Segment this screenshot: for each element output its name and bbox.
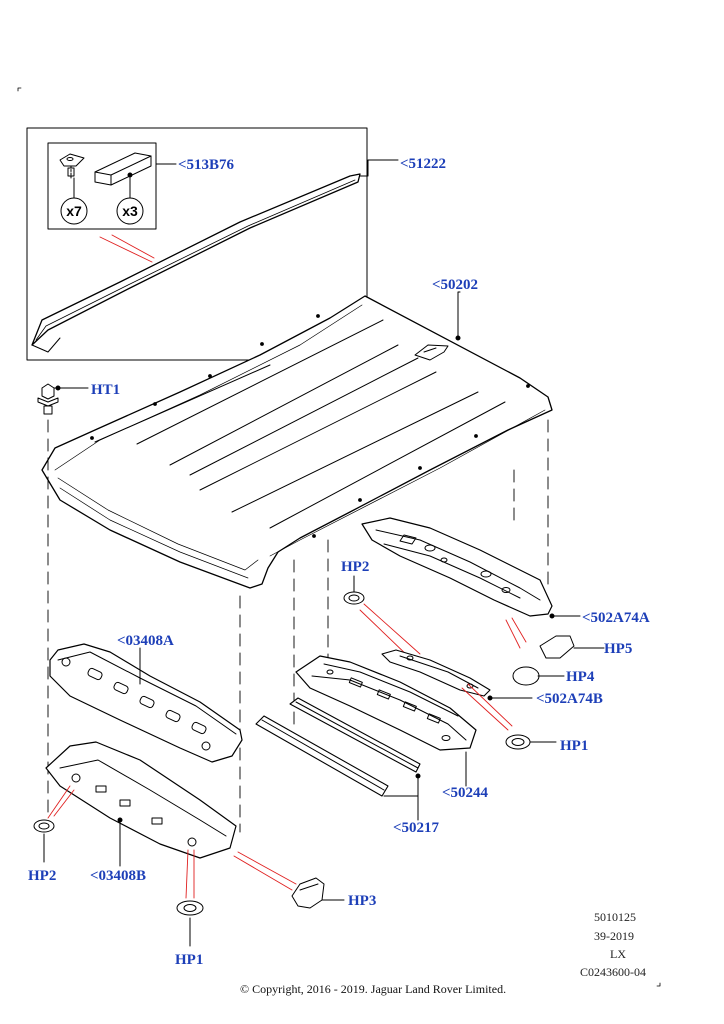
rear-header-502a74a (361, 517, 553, 617)
callout-502a74b[interactable]: <502A74B (536, 691, 603, 707)
lower-header-03408b (45, 741, 237, 859)
qty-label-a: x7 (66, 203, 82, 219)
bracket-502a74b (381, 649, 491, 697)
callout-hp1-right[interactable]: HP1 (560, 738, 589, 754)
callout-ht1[interactable]: HT1 (91, 382, 121, 398)
qty-circle-a (60, 197, 88, 225)
pad-block-icon (94, 152, 152, 186)
roof-bow-upper (289, 697, 421, 773)
hp5-seal-icon (539, 635, 575, 659)
cross-member-50244 (295, 655, 477, 751)
copyright-notice: © Copyright, 2016 - 2019. Jaguar Land Ro… (240, 982, 507, 996)
ref-line-2: 39-2019 (594, 929, 634, 943)
fastener-detail-box (47, 142, 157, 230)
roof-panel (41, 295, 553, 589)
ref-line-3: LX (610, 947, 626, 961)
qty-label-b: x3 (122, 203, 138, 219)
hp3-cover-icon (291, 877, 325, 909)
hp1-grommet-icon-bottom (176, 900, 204, 916)
callout-hp2-top[interactable]: HP2 (341, 559, 370, 575)
assembly-guides (47, 419, 549, 833)
hp2-grommet-icon-left (33, 819, 55, 833)
callout-hp3[interactable]: HP3 (348, 893, 377, 909)
callout-502a74a[interactable]: <502A74A (582, 610, 650, 626)
callout-hp4[interactable]: HP4 (566, 669, 595, 685)
callout-50244[interactable]: <50244 (442, 785, 489, 801)
hp2-grommet-icon-top (343, 591, 365, 605)
front-header-03408a (49, 643, 243, 763)
callout-513b76[interactable]: <513B76 (178, 157, 235, 173)
ref-line-1: 5010125 (594, 910, 636, 924)
callout-03408a[interactable]: <03408A (117, 633, 174, 649)
ref-line-4: C0243600-04 (580, 965, 646, 979)
ht1-stud-icon (37, 383, 59, 415)
callout-03408b[interactable]: <03408B (90, 868, 147, 884)
callout-51222[interactable]: <51222 (400, 156, 447, 172)
callout-50202[interactable]: <50202 (432, 277, 479, 293)
hp4-seal-icon (512, 666, 540, 686)
clip-fastener-icon (59, 153, 85, 179)
callout-50217[interactable]: <50217 (393, 820, 440, 836)
callout-hp5[interactable]: HP5 (604, 641, 633, 657)
inset-box: x7 x3 (26, 127, 399, 361)
qty-circle-b (116, 197, 144, 225)
hp1-grommet-icon-right (505, 734, 531, 750)
roof-bow-lower (255, 715, 389, 797)
roof-moulding-strip (31, 173, 361, 353)
callout-hp2-left[interactable]: HP2 (28, 868, 57, 884)
callout-hp1-bottom[interactable]: HP1 (175, 952, 204, 968)
